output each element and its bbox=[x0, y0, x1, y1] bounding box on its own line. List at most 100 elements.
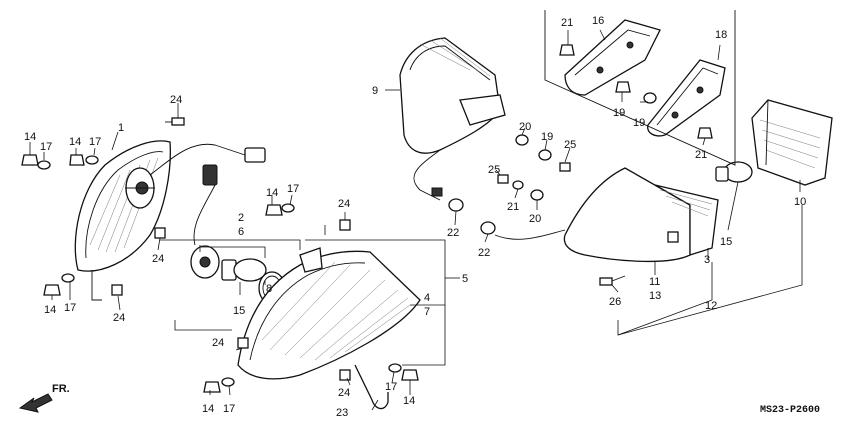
callout-22b: 22 bbox=[478, 247, 490, 259]
callout-24d: 24 bbox=[338, 198, 350, 210]
callout-17e: 17 bbox=[223, 403, 235, 415]
callout-17c: 17 bbox=[64, 302, 76, 314]
hardware-nut-14d bbox=[265, 204, 283, 216]
hardware-grommet-22b bbox=[480, 221, 496, 235]
callout-17b: 17 bbox=[89, 136, 101, 148]
callout-24e: 24 bbox=[212, 337, 224, 349]
hardware-screw-25a bbox=[559, 162, 571, 172]
hardware-screw-24b bbox=[154, 227, 166, 239]
hardware-washer-17c bbox=[61, 273, 75, 283]
hardware-screw-25b bbox=[497, 174, 509, 184]
hardware-nut-14f bbox=[401, 369, 419, 381]
hardware-screw-24e bbox=[237, 337, 249, 349]
callout-22a: 22 bbox=[447, 227, 459, 239]
hardware-washer-17b bbox=[85, 155, 99, 165]
callout-1: 1 bbox=[118, 122, 124, 134]
callout-14c: 14 bbox=[44, 304, 56, 316]
callout-19c: 19 bbox=[541, 131, 553, 143]
callout-24a: 24 bbox=[170, 94, 182, 106]
front-turn-signal-lens bbox=[237, 247, 421, 380]
rear-signal-wire bbox=[413, 149, 441, 201]
callout-18: 18 bbox=[715, 29, 727, 41]
socket-wire bbox=[149, 143, 246, 176]
callout-25a: 25 bbox=[564, 139, 576, 151]
rear-signal-housing bbox=[399, 37, 506, 154]
callout-20a: 20 bbox=[519, 121, 531, 133]
callout-24c: 24 bbox=[152, 253, 164, 265]
callout-17a: 17 bbox=[40, 141, 52, 153]
callout-15b: 15 bbox=[720, 236, 732, 248]
callout-6: 6 bbox=[238, 226, 244, 238]
rear-lens-frame bbox=[654, 184, 719, 256]
hardware-clamp-23 bbox=[354, 364, 389, 410]
callout-21b: 21 bbox=[695, 149, 707, 161]
hardware-nut-14a bbox=[21, 154, 39, 166]
hardware-screw-26 bbox=[599, 275, 626, 286]
callout-24f: 24 bbox=[338, 387, 350, 399]
callout-17f: 17 bbox=[385, 381, 397, 393]
rear-fender-panel-upper bbox=[564, 19, 661, 96]
callout-7: 7 bbox=[424, 306, 430, 318]
callout-25b: 25 bbox=[488, 164, 500, 176]
hardware-grommet-19c bbox=[538, 149, 552, 161]
hardware-grommet-19b bbox=[643, 92, 657, 104]
callout-14d: 14 bbox=[266, 187, 278, 199]
panel-frame-outline bbox=[544, 10, 736, 166]
callout-15a: 15 bbox=[233, 305, 245, 317]
callout-14b: 14 bbox=[69, 136, 81, 148]
turn-signal-housing bbox=[74, 140, 171, 272]
hardware-grommet-19a bbox=[615, 81, 631, 93]
hardware-screw-24a bbox=[165, 117, 185, 126]
rear-bulb bbox=[715, 161, 753, 183]
hardware-bushing-20b bbox=[530, 189, 544, 201]
callout-labels: 1 24 14 17 14 17 14 17 24 24 2 6 8 15 14… bbox=[24, 15, 806, 419]
callout-11: 11 bbox=[649, 276, 660, 288]
callout-4: 4 bbox=[424, 292, 430, 304]
hardware-nut-14e bbox=[203, 381, 221, 393]
callout-21a: 21 bbox=[561, 17, 573, 29]
callout-12: 12 bbox=[705, 300, 717, 312]
hardware-washer-17a bbox=[37, 160, 51, 170]
callout-5: 5 bbox=[462, 273, 468, 285]
callout-14f: 14 bbox=[403, 395, 415, 407]
callout-26: 26 bbox=[609, 296, 621, 308]
callout-10: 10 bbox=[794, 196, 806, 208]
bulb bbox=[221, 258, 267, 282]
leader-lines bbox=[29, 29, 803, 411]
hardware-washer-17d bbox=[281, 203, 295, 213]
hardware-washer-17f bbox=[388, 363, 402, 373]
wire-connector bbox=[244, 147, 266, 163]
callout-19b: 19 bbox=[633, 117, 645, 129]
hardware-washer-17e bbox=[221, 377, 235, 387]
hardware-grommet-22a bbox=[448, 198, 464, 212]
callout-24b: 24 bbox=[113, 312, 125, 324]
rear-turn-signal-body bbox=[563, 167, 691, 263]
rear-body-wire bbox=[494, 229, 566, 240]
callout-19a: 19 bbox=[613, 107, 625, 119]
callout-14e: 14 bbox=[202, 403, 214, 415]
callout-20b: 20 bbox=[529, 213, 541, 225]
rear-reflector-lens bbox=[751, 99, 833, 186]
hardware-nut-14c bbox=[43, 284, 61, 296]
callout-23: 23 bbox=[336, 407, 348, 419]
front-direction-arrow: FR. bbox=[18, 383, 70, 413]
callout-2: 2 bbox=[238, 212, 244, 224]
rear-wire-terminal bbox=[431, 187, 443, 197]
left-housing-bracket bbox=[91, 270, 102, 301]
callout-8: 8 bbox=[266, 283, 272, 295]
callout-16: 16 bbox=[592, 15, 604, 27]
callout-13: 13 bbox=[649, 290, 661, 302]
hardware-bushing-20a bbox=[515, 134, 529, 146]
callout-17d: 17 bbox=[287, 183, 299, 195]
hardware-grommet-21b bbox=[697, 127, 713, 139]
callout-21c: 21 bbox=[507, 201, 519, 213]
bulb-socket bbox=[190, 184, 220, 279]
direction-label: FR. bbox=[52, 383, 70, 395]
diagram-code: MS23-P2600 bbox=[760, 405, 820, 416]
hardware-grommet-21a bbox=[559, 44, 575, 56]
hardware-screw-24f bbox=[339, 369, 351, 381]
hardware-screw-24c bbox=[111, 284, 123, 296]
callout-14a: 14 bbox=[24, 131, 36, 143]
rear-fender-panel-lower bbox=[647, 59, 726, 137]
